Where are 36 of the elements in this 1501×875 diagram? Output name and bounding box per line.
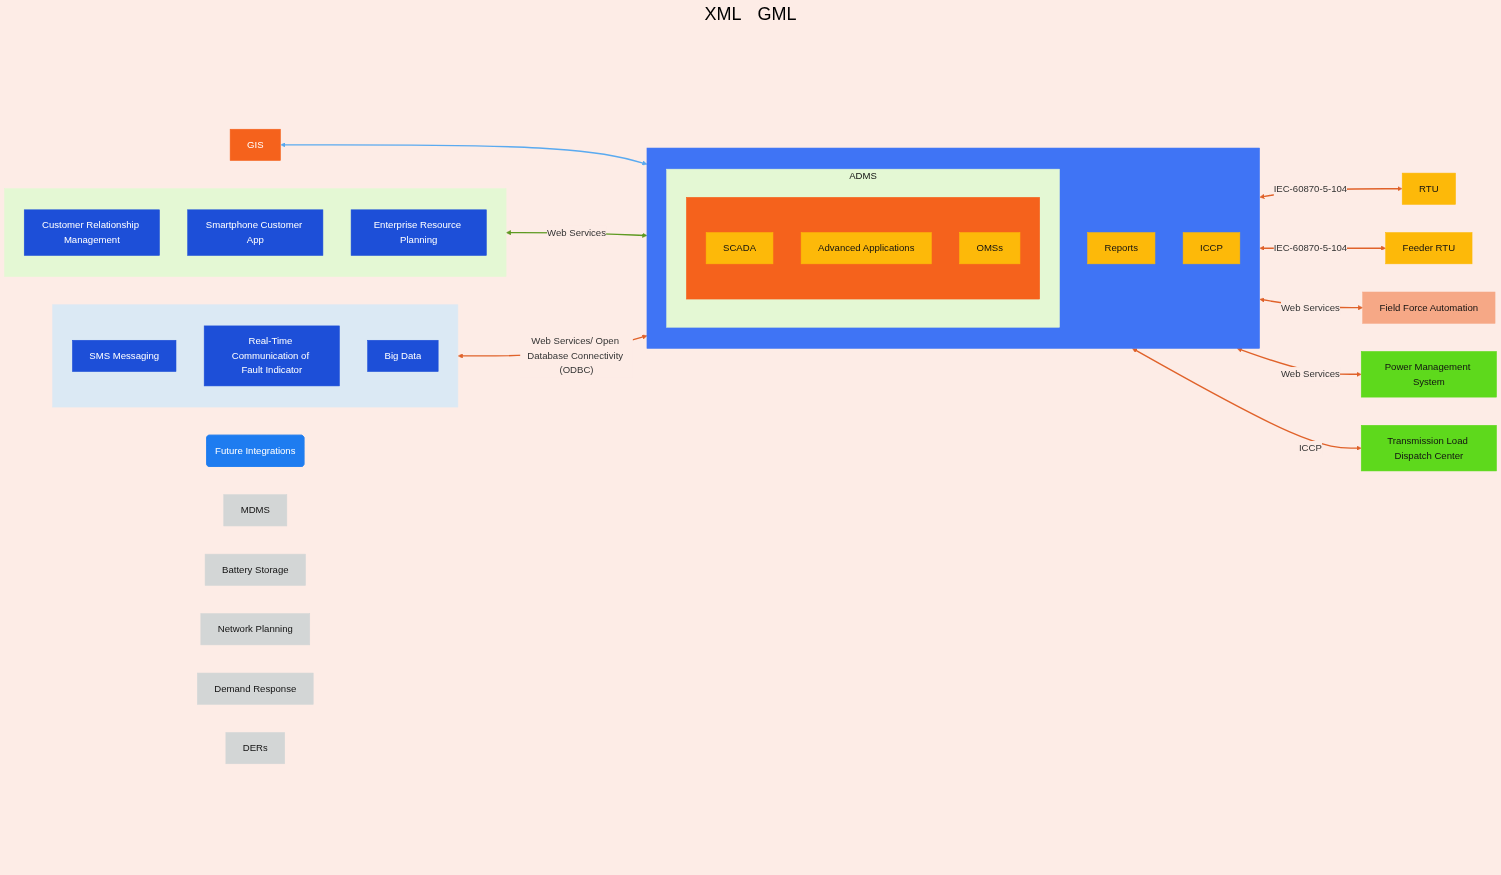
node-box: Network Planning [200, 613, 310, 646]
node-box: Power Management System [1360, 351, 1497, 398]
cluster [686, 197, 1040, 300]
node-box: Feeder RTU [1385, 232, 1473, 265]
cluster [4, 188, 507, 277]
node-box: Battery Storage [204, 553, 306, 586]
edge-label-text: XML [704, 4, 742, 25]
node-box: SCADA [705, 232, 774, 265]
cluster [646, 147, 1260, 349]
node-box: Enterprise Resource Planning [350, 209, 487, 256]
edge-label: Web Services [547, 227, 606, 238]
edge-label: IEC-60870-5-104 [1273, 183, 1348, 194]
node-box: MDMS [223, 494, 288, 527]
node-box: OMSs [959, 232, 1021, 265]
node-box: RTU [1401, 172, 1456, 205]
node-box: Reports [1087, 232, 1156, 265]
node-box: Smartphone Customer App [187, 209, 324, 256]
node-box: Demand Response [197, 672, 314, 705]
node-box: Field Force Automation [1362, 291, 1496, 324]
node-box: GIS [229, 128, 281, 161]
cluster [52, 304, 459, 408]
edge-label: Web Services [1280, 368, 1340, 380]
node-box: Transmission Load Dispatch Center [1360, 425, 1497, 472]
node-box: ICCP [1182, 232, 1241, 265]
node-box: Real-Time Communication of Fault Indicator [203, 325, 340, 387]
node-box: Customer Relationship Management [23, 209, 160, 256]
node-box: DERs [225, 732, 285, 765]
edge-label: ICCP [1298, 442, 1322, 454]
edge-label-text: GML [757, 4, 797, 25]
edge-label: Web Services [1280, 302, 1340, 313]
node-box: Big Data [367, 340, 439, 372]
node-box: SMS Messaging [72, 340, 177, 372]
edge-label: IEC-60870-5-104 [1273, 242, 1348, 254]
arrow [280, 142, 648, 166]
edge-label: Web Services/ Open Database Connectivity (ODBC) [527, 336, 624, 376]
node-box: Advanced Applications [800, 232, 932, 265]
